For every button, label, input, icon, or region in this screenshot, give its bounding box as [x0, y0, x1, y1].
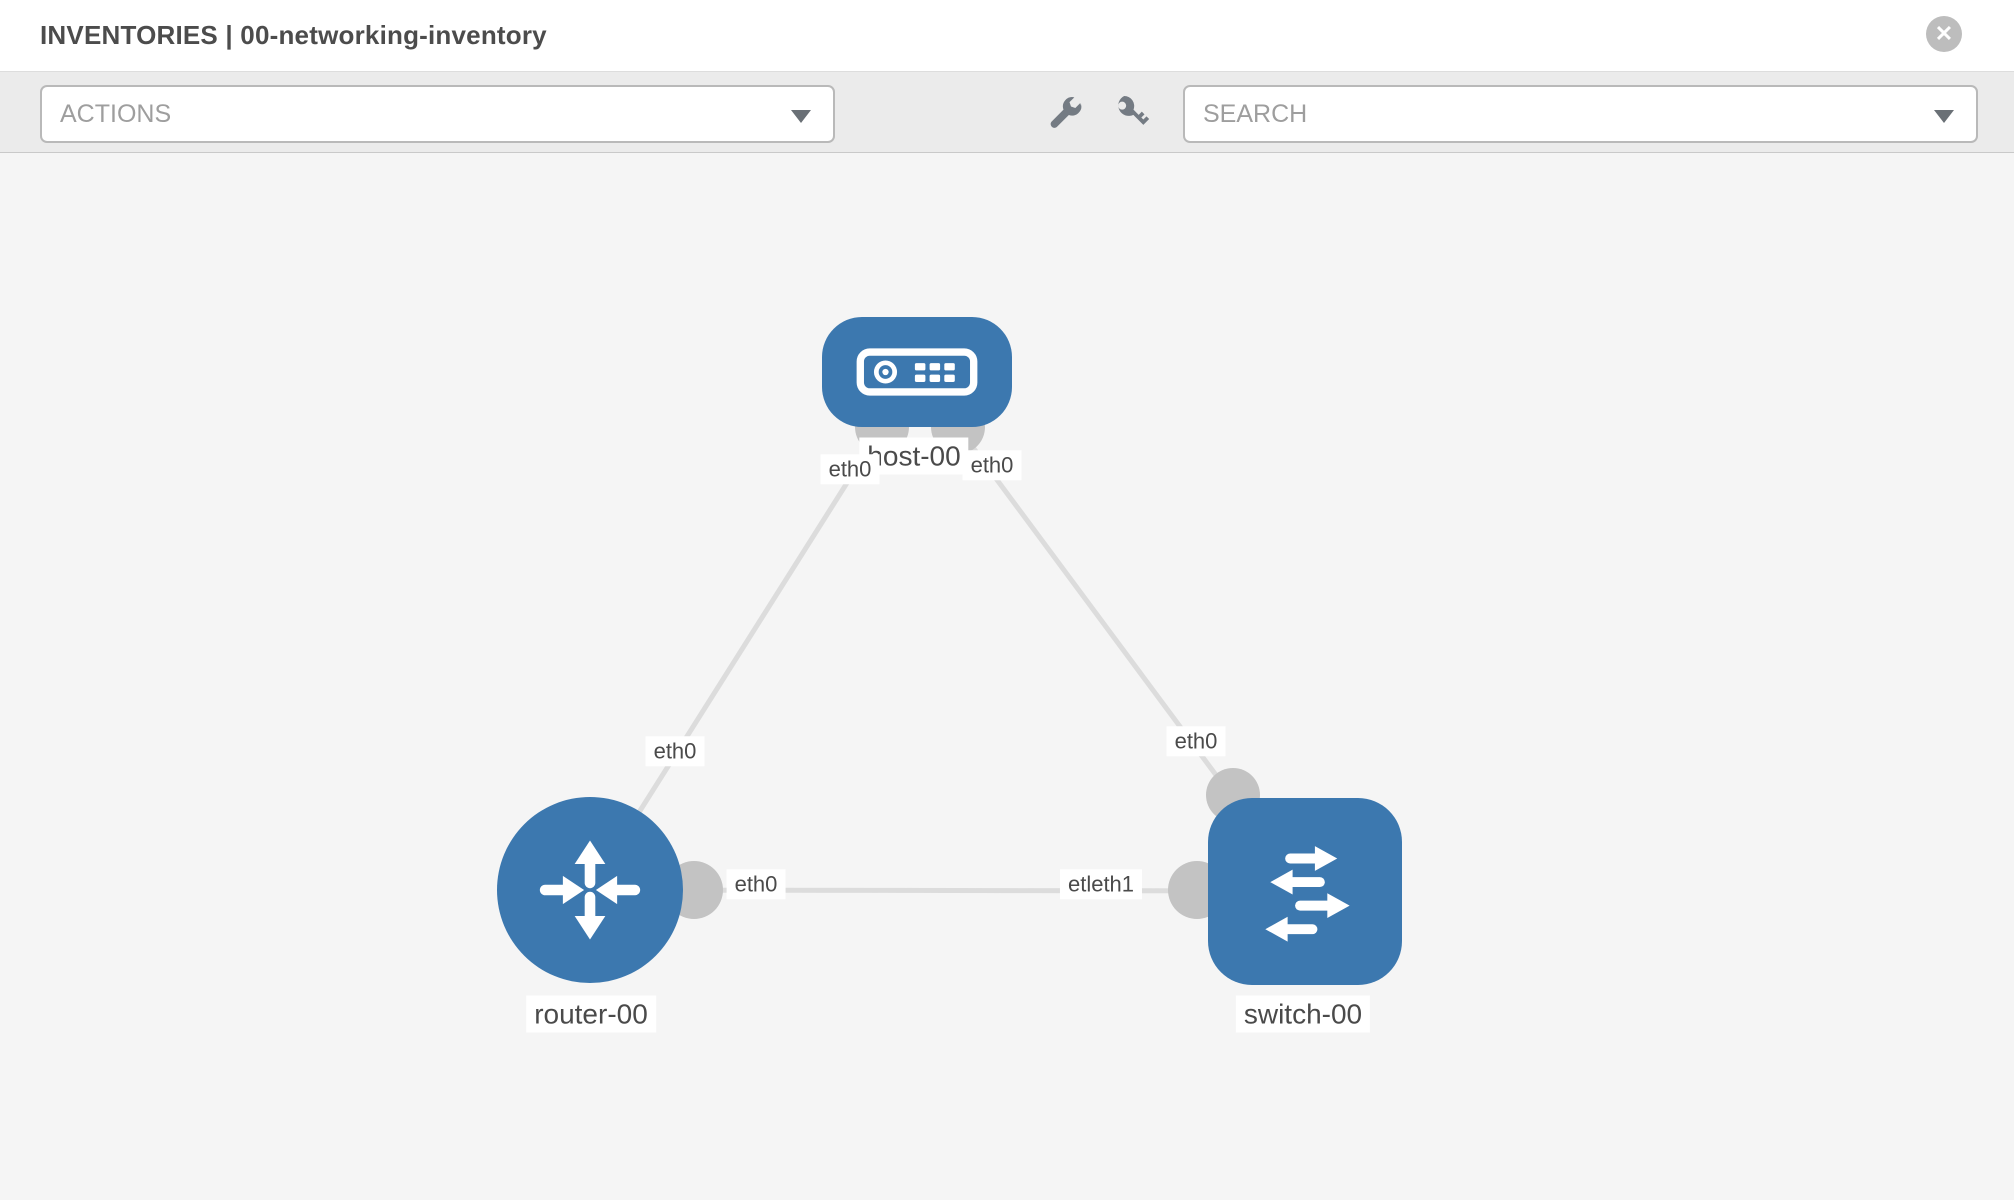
toolbar: ACTIONS SEARCH — [0, 71, 2014, 153]
iface-label: eth0 — [1166, 726, 1226, 756]
node-label-router: router-00 — [526, 995, 656, 1033]
iface-label: eth0 — [820, 454, 880, 484]
close-icon[interactable]: ✕ — [1926, 16, 1962, 52]
actions-dropdown[interactable]: ACTIONS — [40, 85, 835, 143]
search-dropdown[interactable]: SEARCH — [1183, 85, 1978, 143]
chevron-down-icon — [791, 110, 811, 123]
header-bar: INVENTORIES | 00-networking-inventory ✕ — [0, 0, 2014, 71]
iface-label: eth0 — [645, 736, 705, 766]
iface-label: etleth1 — [1059, 869, 1143, 899]
search-dropdown-label: SEARCH — [1203, 99, 1308, 128]
node-label-switch: switch-00 — [1235, 995, 1371, 1033]
topology-graph — [587, 370, 1305, 919]
node-host-00[interactable] — [822, 317, 1012, 427]
host-device-icon — [856, 348, 978, 396]
switch-arrows-icon — [1265, 845, 1350, 942]
actions-dropdown-label: ACTIONS — [60, 99, 172, 128]
page-title: INVENTORIES | 00-networking-inventory — [40, 20, 547, 50]
node-router-00[interactable] — [497, 797, 683, 983]
topology-canvas[interactable]: host-00 router-00 switch-00 eth0 eth0 et… — [0, 153, 2014, 1200]
router-arrows-icon — [539, 840, 641, 940]
iface-label: eth0 — [962, 450, 1022, 480]
wrench-icon[interactable] — [1045, 94, 1085, 134]
chevron-down-icon — [1934, 110, 1954, 123]
key-icon[interactable] — [1112, 94, 1152, 134]
node-switch-00[interactable] — [1208, 798, 1402, 985]
iface-label: eth0 — [726, 869, 786, 899]
